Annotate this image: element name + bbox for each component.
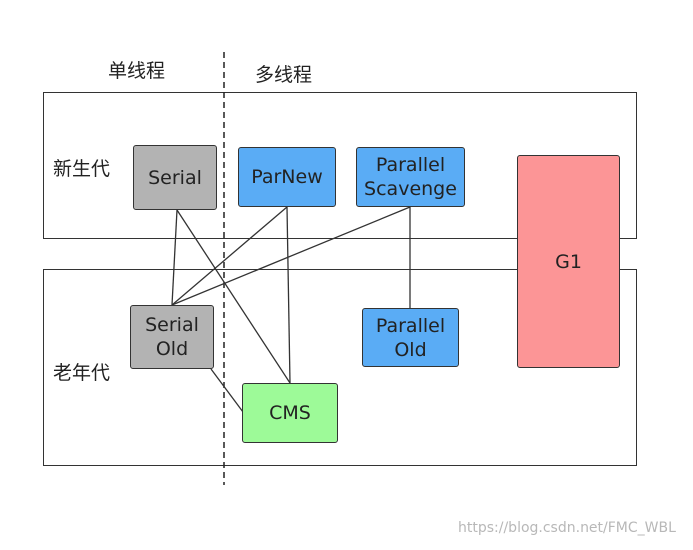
edge-serial-cms [176,209,291,384]
young-generation-region [43,92,637,239]
old-generation-label: 老年代 [53,362,111,384]
g1-collector: G1 [517,155,620,368]
parallel-scavenge-collector: Parallel Scavenge [356,147,465,207]
old-generation-region [43,269,637,466]
edge-serialold-cms [210,368,244,413]
parnew-collector: ParNew [238,147,336,207]
young-generation-label: 新生代 [53,158,111,180]
serial-old-collector: Serial Old [130,305,214,369]
edge-parallelscavenge-serialold [171,206,411,306]
edge-parnew-serialold [171,206,288,306]
single-thread-label: 单线程 [108,60,166,82]
multi-thread-label: 多线程 [255,64,313,86]
parallel-old-collector: Parallel Old [362,308,459,367]
edge-parnew-cms [286,206,291,384]
edge-serial-serialold [171,209,178,306]
watermark-text: https://blog.csdn.net/FMC_WBL [458,520,676,536]
serial-collector: Serial [133,145,217,210]
cms-collector: CMS [242,383,338,443]
